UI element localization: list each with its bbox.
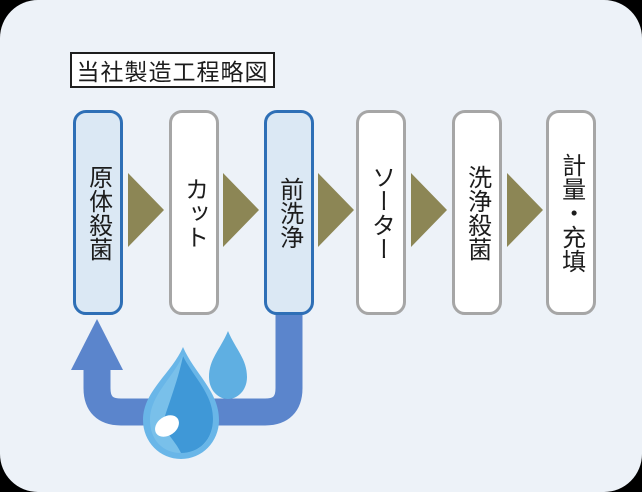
step-box-weigh-fill: 計量・充填 (546, 110, 596, 315)
flow-arrow-icon (507, 173, 543, 247)
water-drop-small-icon (209, 331, 247, 399)
step-label: 原体殺菌 (84, 164, 112, 261)
step-label: 計量・充填 (557, 152, 585, 273)
diagram-title: 当社製造工程略図 (70, 52, 275, 88)
flow-arrow-icon (223, 173, 259, 247)
step-label: カット (180, 176, 208, 249)
flow-arrow-icon (318, 173, 354, 247)
flow-arrow-icon (128, 173, 164, 247)
step-label: ソーター (367, 164, 395, 261)
recirculation-pipe (71, 310, 303, 426)
step-box-wash-sterilization: 洗浄殺菌 (452, 110, 502, 315)
step-box-raw-sterilization: 原体殺菌 (73, 110, 123, 315)
recirculation-arrowhead (71, 319, 123, 370)
step-box-cut: カット (169, 110, 219, 315)
step-label: 洗浄殺菌 (463, 164, 491, 261)
step-box-pre-wash: 前洗浄 (264, 110, 314, 315)
step-label: 前洗浄 (275, 176, 303, 249)
flow-arrow-icon (411, 173, 447, 247)
step-box-sorter: ソーター (356, 110, 406, 315)
diagram-title-label: 当社製造工程略図 (76, 59, 269, 85)
water-drop-large-icon (143, 347, 219, 459)
